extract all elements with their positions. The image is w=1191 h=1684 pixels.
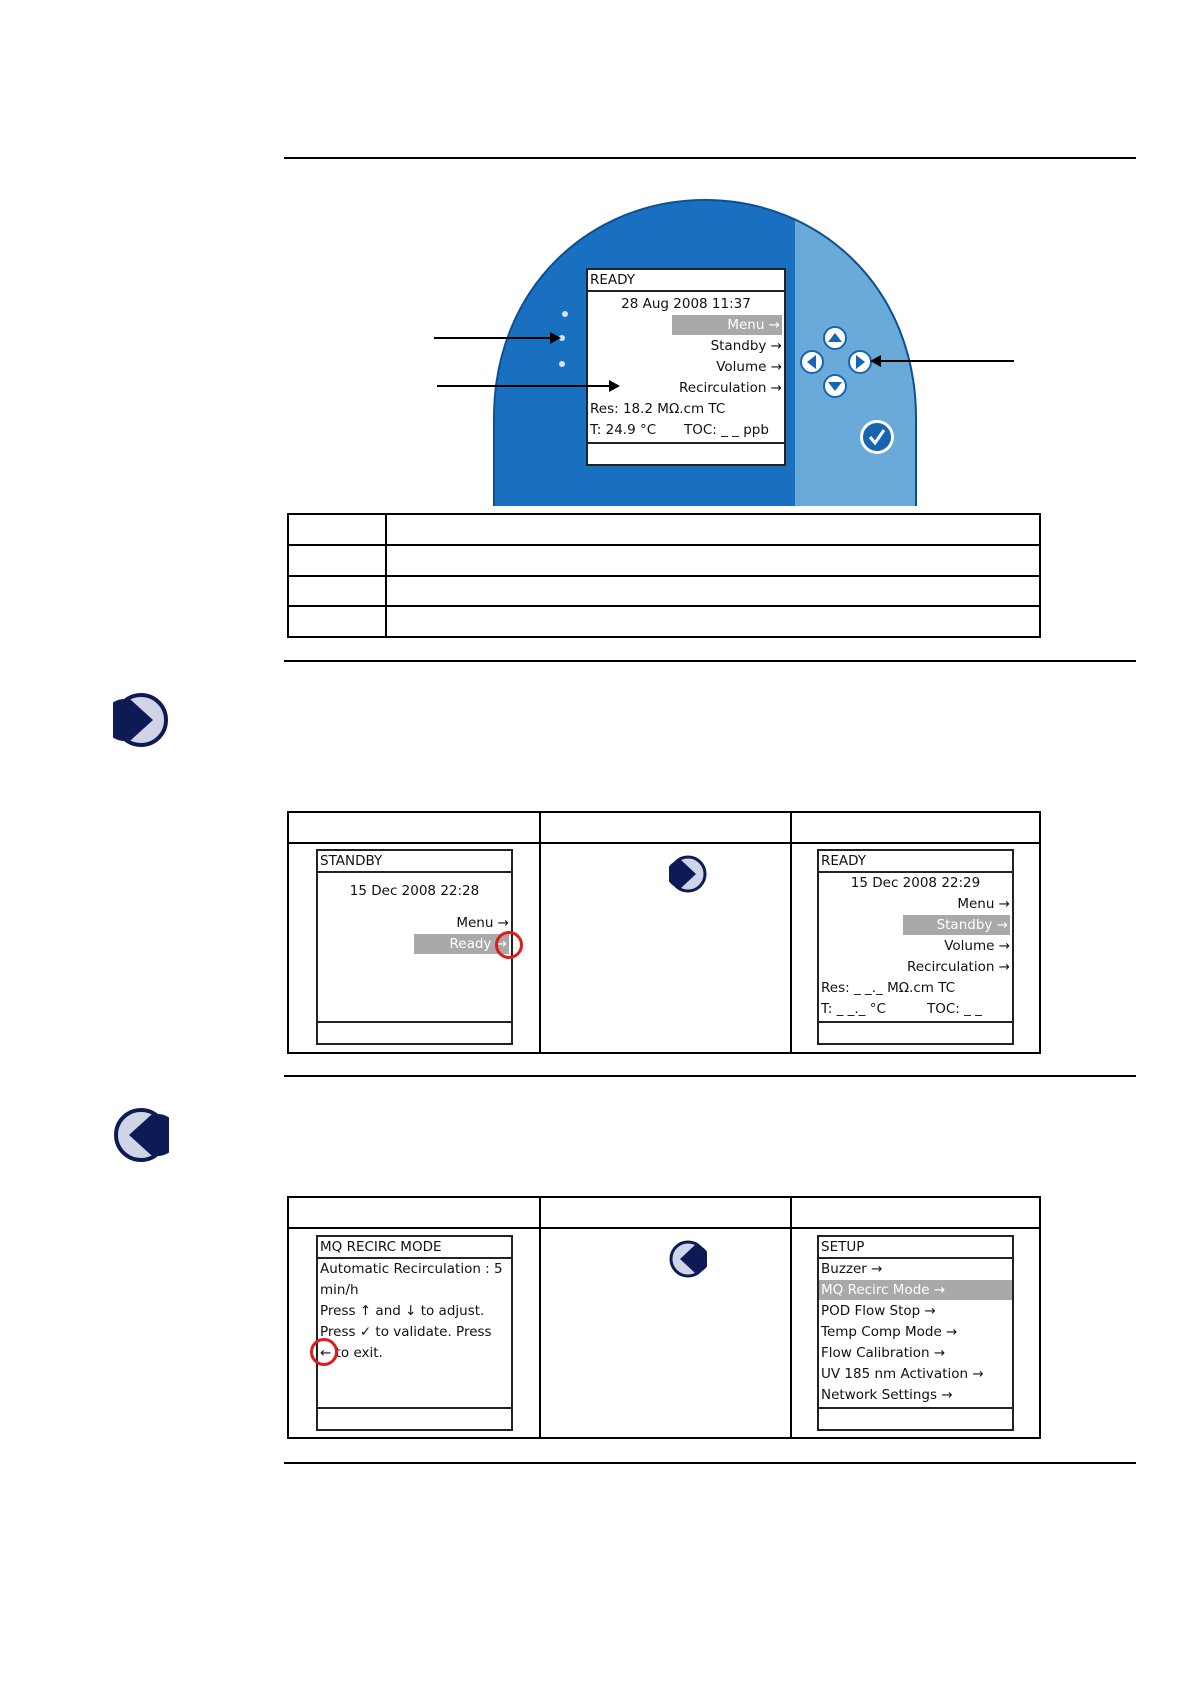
- left-arrow-example-table: [287, 1196, 1041, 1439]
- section-rule: [284, 660, 1136, 662]
- callout-arrowhead-keypad: [870, 355, 881, 367]
- table-row-divider: [289, 575, 1039, 577]
- panel-lcd-screen: READY 28 Aug 2008 11:37 Menu → Standby →…: [586, 268, 786, 466]
- callout-line-keypad: [880, 360, 1014, 362]
- highlight-circle: [310, 1338, 338, 1366]
- ready-screen: READY 15 Dec 2008 22:29 Menu → Standby →…: [817, 849, 1014, 1045]
- table-header-row: [289, 1198, 1039, 1229]
- menu-item-recirculation[interactable]: Recirculation →: [679, 380, 782, 396]
- toc-readout: TOC: _ _: [927, 1001, 982, 1017]
- menu-item-menu[interactable]: Menu →: [957, 896, 1010, 912]
- validate-button[interactable]: [860, 420, 894, 454]
- menu-item-ready[interactable]: Ready →: [414, 934, 509, 954]
- down-arrow-icon: [828, 382, 842, 391]
- table-column-divider: [790, 1198, 792, 1437]
- menu-item-standby[interactable]: Standby →: [710, 338, 782, 354]
- right-arrow-icon: [856, 355, 865, 369]
- screen-title: MQ RECIRC MODE: [318, 1237, 511, 1259]
- screen-text-line: min/h: [320, 1282, 359, 1298]
- screen-text-line: Automatic Recirculation : 5: [320, 1261, 503, 1277]
- bottom-rule: [284, 1462, 1136, 1464]
- menu-item-pod-flow-stop[interactable]: POD Flow Stop →: [821, 1303, 936, 1319]
- standby-screen: STANDBY 15 Dec 2008 22:28 Menu → Ready →: [316, 849, 513, 1045]
- table-row-divider: [289, 544, 1039, 546]
- up-arrow-icon: [828, 333, 842, 342]
- menu-item-mq-recirc-mode[interactable]: MQ Recirc Mode →: [819, 1280, 1012, 1300]
- table-column-divider: [539, 1198, 541, 1437]
- top-rule: [284, 157, 1136, 159]
- table-column-divider: [539, 813, 541, 1052]
- screen-footer: [819, 1021, 1012, 1043]
- screen-text-line: Press ↑ and ↓ to adjust.: [320, 1303, 485, 1319]
- down-button[interactable]: [823, 374, 847, 398]
- menu-item-menu[interactable]: Menu →: [456, 915, 509, 931]
- setup-screen: SETUP Buzzer → MQ Recirc Mode → POD Flow…: [817, 1235, 1014, 1431]
- resistivity-readout: Res: _ _._ MΩ.cm TC: [821, 980, 956, 996]
- temperature-readout: T: _ _._ °C: [821, 1001, 886, 1017]
- up-button[interactable]: [823, 326, 847, 350]
- screen-title: STANDBY: [318, 851, 511, 873]
- left-arrow-icon: [807, 355, 816, 369]
- panel-legend-table: [287, 513, 1041, 638]
- callout-arrowhead-leds: [550, 332, 561, 344]
- menu-item-volume[interactable]: Volume →: [944, 938, 1010, 954]
- section-rule: [284, 1075, 1136, 1077]
- screen-datetime: 15 Dec 2008 22:29: [850, 875, 981, 891]
- screen-datetime: 28 Aug 2008 11:37: [621, 296, 751, 312]
- mq-recirc-mode-screen: MQ RECIRC MODE Automatic Recirculation :…: [316, 1235, 513, 1431]
- callout-arrowhead-screen: [609, 380, 620, 392]
- left-arrow-press-icon: [669, 1240, 709, 1278]
- table-column-divider: [790, 813, 792, 1052]
- right-button[interactable]: [848, 350, 872, 374]
- toc-readout: TOC: _ _ ppb: [684, 422, 769, 438]
- menu-item-recirculation[interactable]: Recirculation →: [907, 959, 1010, 975]
- screen-title: READY: [819, 851, 1012, 873]
- checkmark-icon: [868, 429, 886, 446]
- callout-line-leds: [434, 337, 552, 339]
- left-arrow-button-icon: [113, 1107, 179, 1163]
- menu-item-network-settings[interactable]: Network Settings →: [821, 1387, 953, 1403]
- temperature-readout: T: 24.9 °C: [590, 422, 657, 438]
- right-arrow-button-icon: [103, 692, 169, 748]
- highlight-circle: [495, 931, 523, 959]
- left-button[interactable]: [800, 350, 824, 374]
- table-header-row: [289, 813, 1039, 844]
- screen-datetime: 15 Dec 2008 22:28: [349, 883, 480, 899]
- screen-text-line: ← to exit.: [320, 1345, 383, 1361]
- screen-title: READY: [588, 270, 784, 292]
- screen-footer: [318, 1407, 511, 1429]
- screen-text-line: Press ✓ to validate. Press: [320, 1324, 492, 1340]
- menu-item-uv-185-activation[interactable]: UV 185 nm Activation →: [821, 1366, 984, 1382]
- menu-item-standby[interactable]: Standby →: [903, 915, 1010, 935]
- callout-line-screen: [437, 385, 611, 387]
- menu-item-flow-calibration[interactable]: Flow Calibration →: [821, 1345, 946, 1361]
- screen-footer: [588, 442, 784, 464]
- menu-item-volume[interactable]: Volume →: [716, 359, 782, 375]
- menu-item-buzzer[interactable]: Buzzer →: [821, 1261, 883, 1277]
- right-arrow-press-icon: [667, 855, 707, 893]
- menu-item-temp-comp-mode[interactable]: Temp Comp Mode →: [821, 1324, 958, 1340]
- menu-item-menu[interactable]: Menu →: [672, 315, 782, 335]
- right-arrow-example-table: [287, 811, 1041, 1054]
- resistivity-readout: Res: 18.2 MΩ.cm TC: [590, 401, 726, 417]
- screen-footer: [318, 1021, 511, 1043]
- screen-title: SETUP: [819, 1237, 1012, 1259]
- screen-footer: [819, 1407, 1012, 1429]
- table-row-divider: [289, 605, 1039, 607]
